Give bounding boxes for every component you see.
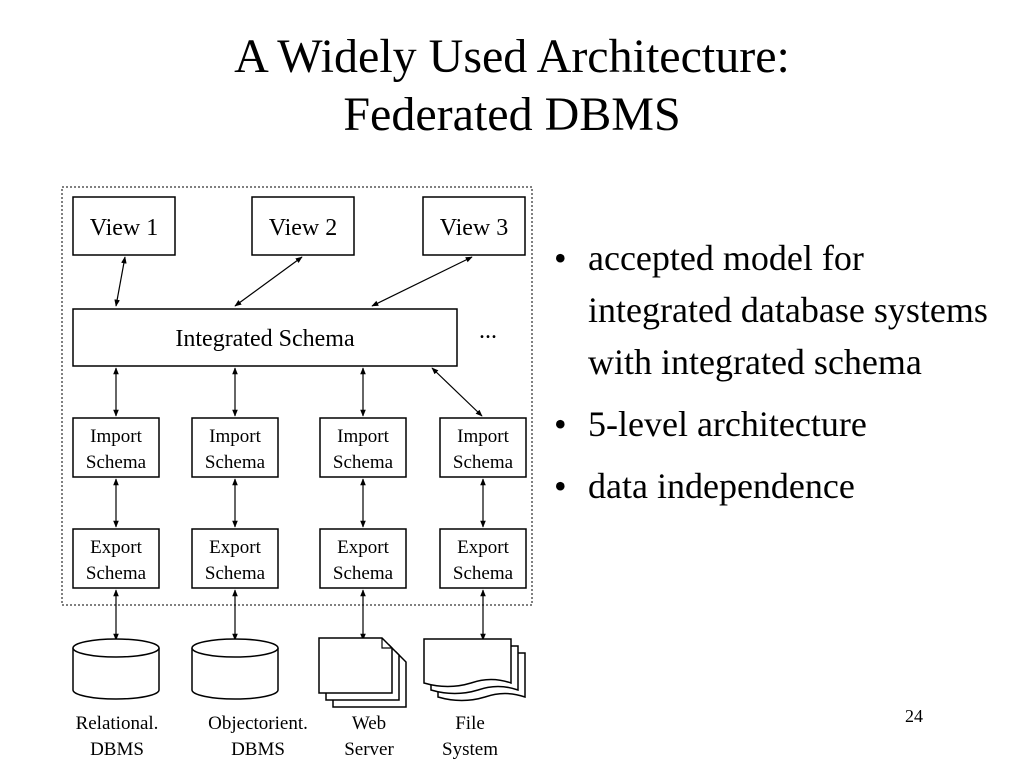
integrated-schema-box: Integrated Schema — [72, 308, 458, 367]
integrated-import4-arrow — [431, 367, 483, 417]
export-schema-box-4: Export Schema — [439, 528, 527, 589]
bullet-item: •data independence — [554, 466, 855, 506]
svg-text:Import: Import — [209, 426, 261, 447]
svg-text:Export: Export — [209, 537, 261, 558]
page-number: 24 — [905, 706, 923, 726]
file-stack-icon — [423, 638, 526, 702]
document-stack-icon — [318, 637, 407, 708]
view-3-box: View 3 — [422, 196, 526, 256]
database-cylinder-icon — [72, 638, 160, 700]
slide-title-line-1: A Widely Used Architecture: — [234, 30, 790, 83]
slide-title: A Widely Used Architecture: Federated DB… — [0, 28, 1024, 144]
export-schema-box-1: Export Schema — [72, 528, 160, 589]
svg-text:Export: Export — [90, 537, 142, 558]
import-schema-box-4: Import Schema — [439, 417, 527, 478]
svg-text:Schema: Schema — [86, 563, 147, 584]
import-schema-box-3: Import Schema — [319, 417, 407, 478]
view1-integrated-arrow — [114, 256, 127, 307]
source-label-relational-line-1: Relational. — [76, 713, 159, 734]
view-2-box: View 2 — [251, 196, 355, 256]
svg-text:Schema: Schema — [453, 452, 514, 473]
integrated-schema-label: Integrated Schema — [175, 326, 355, 352]
source-label-web-line-2: Server — [344, 739, 394, 760]
source-label-file-line-1: File — [455, 713, 485, 734]
svg-text:Import: Import — [457, 426, 509, 447]
svg-text:Schema: Schema — [453, 563, 514, 584]
import-schema-box-2: Import Schema — [191, 417, 279, 478]
view-2-label: View 2 — [269, 215, 338, 241]
svg-text:Export: Export — [337, 537, 389, 558]
svg-text:Export: Export — [457, 537, 509, 558]
import-schema-box-1: Import Schema — [72, 417, 160, 478]
bullet-list: •accepted model for integrated database … — [548, 232, 988, 522]
slide-title-line-2: Federated DBMS — [343, 88, 681, 141]
svg-text:Schema: Schema — [205, 452, 266, 473]
svg-text:Import: Import — [90, 426, 142, 447]
database-cylinder-icon — [191, 638, 279, 700]
ellipsis-label: ... — [479, 318, 497, 344]
export-schema-box-3: Export Schema — [319, 528, 407, 589]
svg-text:Schema: Schema — [333, 563, 394, 584]
source-label-web-line-1: Web — [352, 713, 386, 734]
source-label-objectorient-line-2: DBMS — [231, 739, 285, 760]
view-1-label: View 1 — [90, 215, 159, 241]
view2-integrated-arrow — [234, 256, 303, 307]
source-label-relational-line-2: DBMS — [90, 739, 144, 760]
bullet-item: •5-level architecture — [554, 404, 867, 444]
source-label-objectorient-line-1: Objectorient. — [208, 713, 308, 734]
export-schema-box-2: Export Schema — [191, 528, 279, 589]
svg-text:Import: Import — [337, 426, 389, 447]
source-label-file-line-2: System — [442, 739, 498, 760]
svg-text:Schema: Schema — [333, 452, 394, 473]
svg-text:Schema: Schema — [205, 563, 266, 584]
view-3-label: View 3 — [440, 215, 509, 241]
bullet-item: •accepted model for integrated database … — [554, 238, 988, 382]
svg-text:Schema: Schema — [86, 452, 147, 473]
view-1-box: View 1 — [72, 196, 176, 256]
view3-integrated-arrow — [371, 256, 473, 307]
